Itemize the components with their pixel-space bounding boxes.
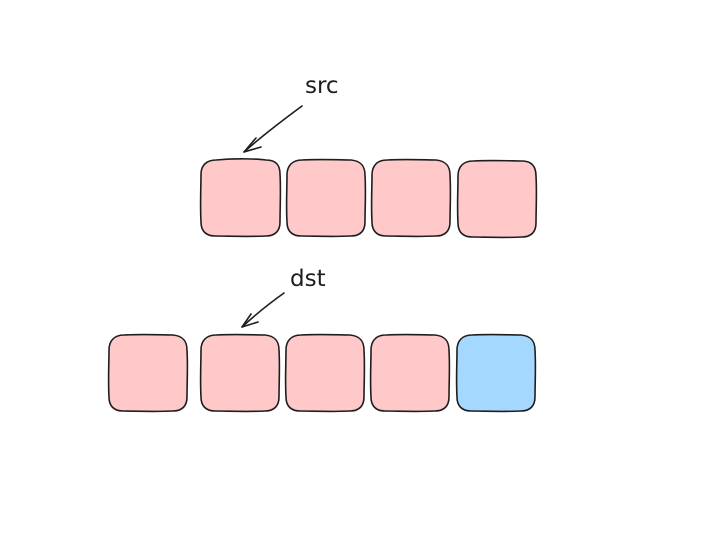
src-cell [199, 158, 282, 238]
dst-arrow-icon [241, 292, 285, 328]
src-pointer: src [243, 73, 339, 153]
src-arrowhead-icon [243, 137, 262, 153]
src-cell [370, 158, 452, 238]
dst-label: dst [290, 266, 326, 292]
dst-cell [107, 333, 189, 413]
dst-cell [369, 333, 451, 413]
src-label: src [305, 73, 339, 99]
dst-array [107, 333, 537, 413]
src-arrow-icon [243, 105, 303, 153]
dst-cell [199, 333, 281, 413]
dst-arrowhead-icon [241, 313, 259, 328]
src-cell [285, 158, 367, 238]
dst-cell [284, 333, 366, 413]
src-array [199, 158, 538, 239]
src-cell [456, 159, 538, 239]
dst-pointer: dst [241, 266, 326, 328]
dst-cell-new [455, 333, 537, 413]
